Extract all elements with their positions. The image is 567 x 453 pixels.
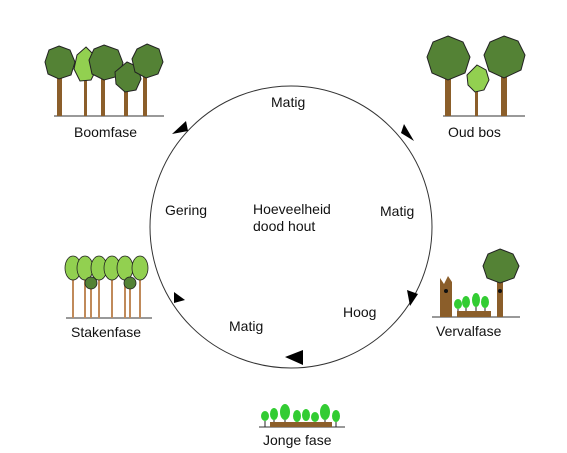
cycle-circle xyxy=(149,85,433,369)
boomfase-trees-icon xyxy=(44,43,164,117)
phase-label-vervalfase: Vervalfase xyxy=(436,323,502,339)
center-label-line-2: dood hout xyxy=(253,218,316,234)
jonge-fase-icon xyxy=(259,404,345,428)
phase-label-oud-bos: Oud bos xyxy=(448,124,501,140)
vervalfase-icon xyxy=(432,248,520,318)
arrow-right xyxy=(407,290,418,306)
arrow-top-right xyxy=(401,124,414,141)
oud-bos-trees-icon xyxy=(426,35,526,117)
arrow-bottom-left xyxy=(174,292,185,303)
amount-label-right: Matig xyxy=(380,203,415,219)
amount-label-left: Gering xyxy=(165,202,208,218)
amount-label-bottom-left: Matig xyxy=(229,318,264,334)
phase-label-stakenfase: Stakenfase xyxy=(71,324,142,340)
amount-label-top: Matig xyxy=(271,94,306,110)
phase-label-jonge-fase: Jonge fase xyxy=(263,432,332,448)
amount-label-bottom-right: Hoog xyxy=(343,304,377,320)
stakenfase-icon xyxy=(64,255,152,319)
arrow-bottom xyxy=(285,350,303,365)
center-label: Hoeveelheid dood hout xyxy=(253,201,331,235)
phase-label-boomfase: Boomfase xyxy=(74,124,138,140)
arrow-top-left xyxy=(172,121,188,134)
center-label-line-1: Hoeveelheid xyxy=(253,201,331,217)
